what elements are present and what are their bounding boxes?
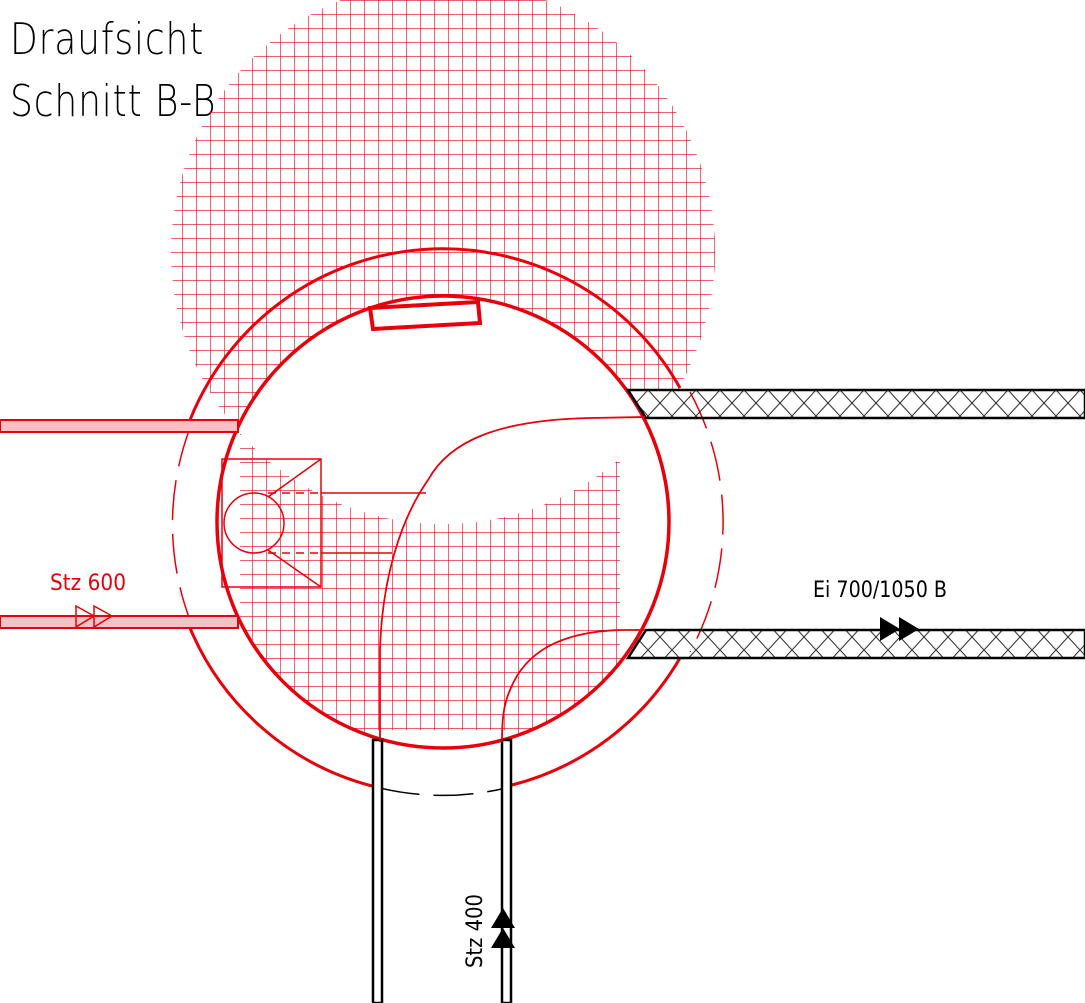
bottom-pipe-label: Stz 400 [463,894,488,968]
manhole-inner-circle [215,294,671,750]
right-pipe-label: Ei 700/1050 B [813,578,947,603]
left-pipe-label: Stz 600 [50,571,126,596]
manhole-outer-outline [188,247,682,788]
flow-channels [379,416,646,743]
title-draufsicht: Draufsicht [10,14,205,65]
title-schnitt: Schnitt B-B [10,76,217,127]
bottom-pipe [371,738,513,1003]
inlet-structure [221,458,426,588]
manhole-wall [171,0,715,748]
left-pipe [0,419,239,629]
bottom-flow-arrow [491,908,515,948]
manhole-outer-dashed [171,391,724,797]
manhole-step [367,299,483,332]
left-flow-arrow [75,604,114,629]
right-pipe [625,388,1085,660]
right-flow-arrow [880,617,919,641]
